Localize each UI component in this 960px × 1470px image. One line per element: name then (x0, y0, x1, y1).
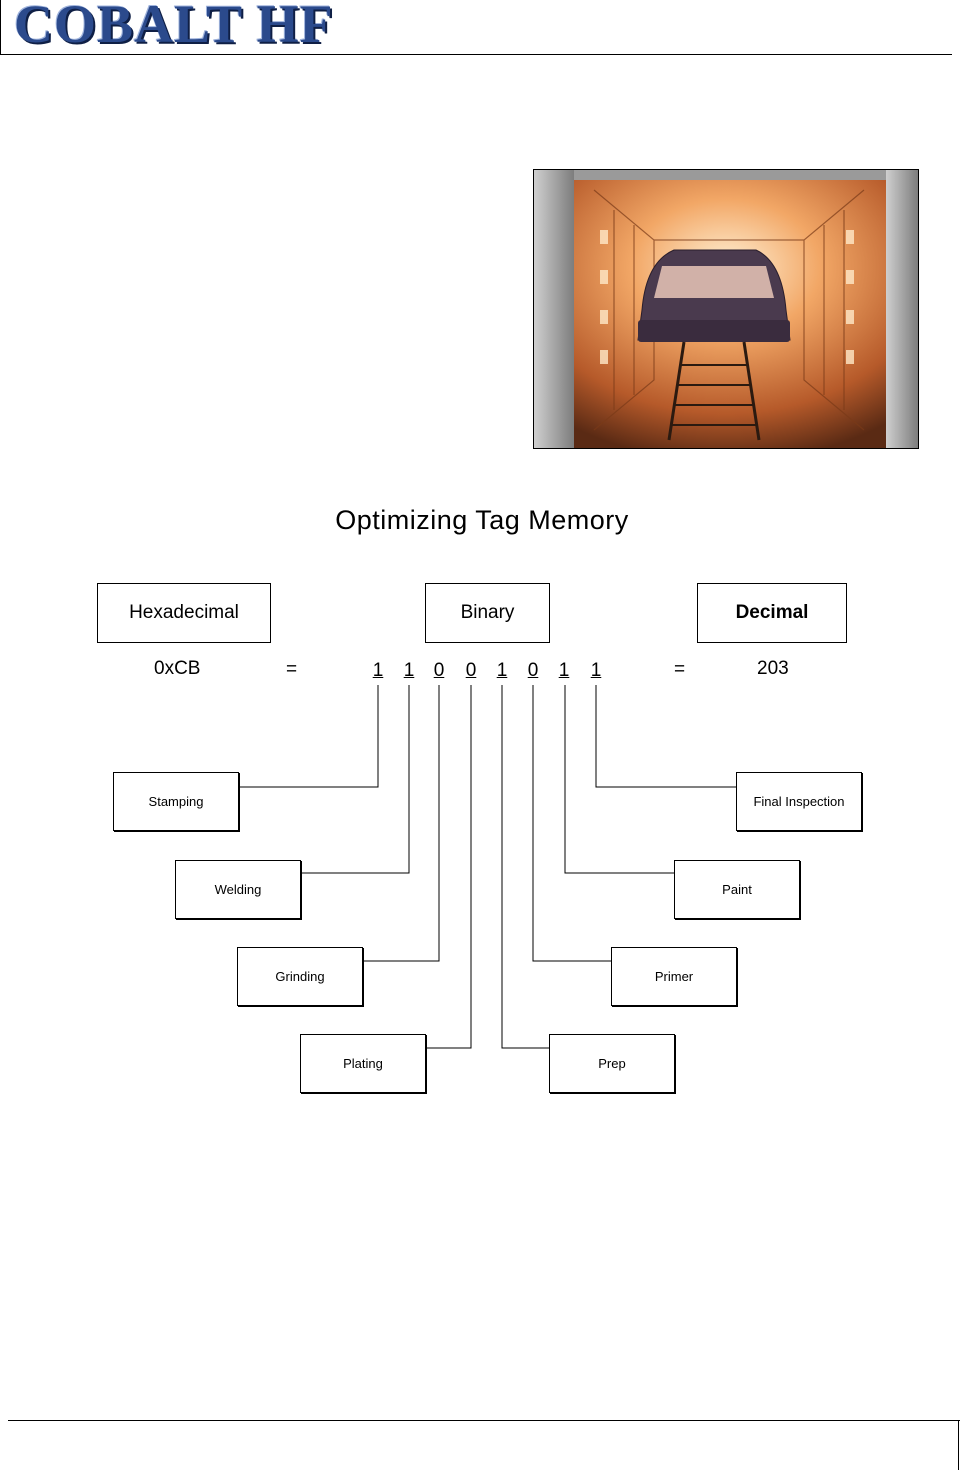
connector-prep (502, 685, 549, 1048)
stage-box-grinding: Grinding (237, 947, 363, 1006)
connector-paint (565, 685, 674, 873)
connector-final-inspection (596, 685, 736, 787)
connector-plating (426, 685, 471, 1048)
stage-box-prep: Prep (549, 1034, 675, 1093)
stage-box-final-inspection: Final Inspection (736, 772, 862, 831)
connector-grinding (363, 685, 439, 961)
connector-welding (300, 685, 409, 873)
footer-divider (8, 1420, 960, 1421)
connector-primer (533, 685, 611, 961)
stage-box-plating: Plating (300, 1034, 426, 1093)
stage-box-welding: Welding (175, 860, 301, 919)
stage-box-paint: Paint (674, 860, 800, 919)
footer-border (958, 1420, 959, 1470)
connector-stamping (238, 685, 378, 787)
stage-box-stamping: Stamping (113, 772, 239, 831)
stage-box-primer: Primer (611, 947, 737, 1006)
